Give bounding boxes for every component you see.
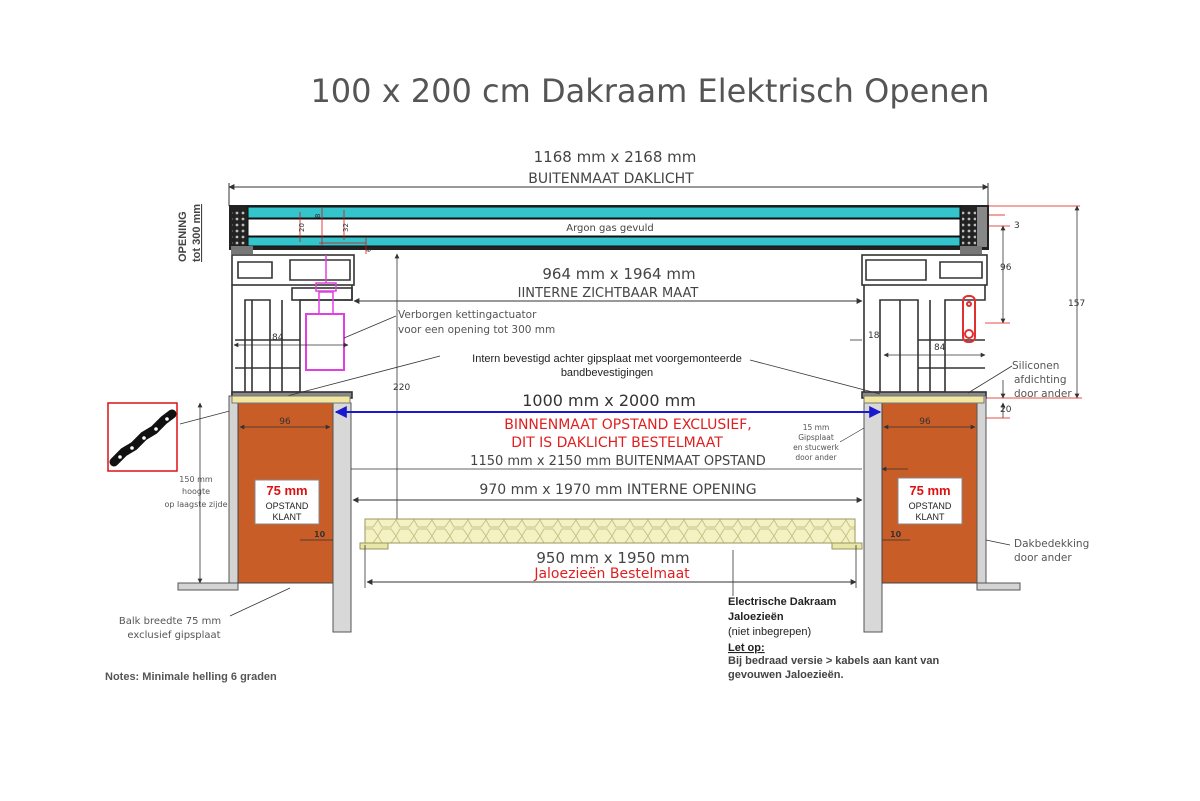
svg-text:157: 157 bbox=[1068, 299, 1085, 309]
profile-84-dims: 84 84 18 bbox=[233, 331, 986, 358]
svg-text:3: 3 bbox=[1014, 221, 1020, 231]
blind-size-label: Jaloezieën Bestelmaat bbox=[533, 566, 690, 582]
outer-size-text: 1168 mm x 2168 mm bbox=[534, 148, 697, 166]
argon-label: Argon gas gevuld bbox=[566, 223, 654, 234]
svg-text:Dakbedekking: Dakbedekking bbox=[1014, 538, 1089, 550]
svg-text:Jaloezieën: Jaloezieën bbox=[728, 611, 784, 623]
right-dimensions: 3 96 157 20 bbox=[985, 205, 1085, 419]
svg-text:150 mm: 150 mm bbox=[179, 475, 213, 484]
svg-text:84: 84 bbox=[272, 333, 284, 343]
fixing-label-1: Intern bevestigd achter gipsplaat met vo… bbox=[472, 353, 742, 365]
actuator-label-1: Verborgen kettingactuator bbox=[398, 309, 537, 321]
svg-text:6: 6 bbox=[366, 248, 373, 252]
svg-text:gevouwen Jaloezieën.: gevouwen Jaloezieën. bbox=[728, 669, 844, 681]
svg-text:8: 8 bbox=[314, 214, 322, 218]
chain-actuator bbox=[305, 255, 345, 371]
svg-text:Bij bedraad versie > kabels aa: Bij bedraad versie > kabels aan kant van bbox=[728, 655, 940, 667]
roofing-note: Dakbedekking door ander bbox=[985, 538, 1089, 564]
curb-right-96-label: 96 bbox=[919, 417, 931, 427]
blind-panel bbox=[359, 518, 863, 550]
svg-text:32: 32 bbox=[342, 223, 350, 232]
hinge-right bbox=[962, 295, 976, 343]
notes-text: Notes: Minimale helling 6 graden bbox=[105, 671, 277, 683]
curb-right-label-2: KLANT bbox=[915, 512, 945, 522]
strap-bracket-icon bbox=[107, 402, 178, 472]
order-label-1: BINNENMAAT OPSTAND EXCLUSIEF, bbox=[504, 417, 752, 433]
svg-text:tot 300 mm: tot 300 mm bbox=[191, 204, 203, 262]
order-label-2: DIT IS DAKLICHT BESTELMAAT bbox=[511, 435, 723, 451]
svg-text:exclusief gipsplaat: exclusief gipsplaat bbox=[127, 630, 220, 641]
actuator-leader bbox=[343, 315, 397, 339]
edge-seal-right bbox=[977, 207, 987, 247]
gips-note: 15 mm Gipsplaat en stucwerk door ander bbox=[793, 423, 865, 462]
svg-text:96: 96 bbox=[1000, 263, 1012, 273]
glass-unit bbox=[229, 205, 989, 254]
curb-right-10-label: 10 bbox=[890, 530, 902, 539]
glass-support-left bbox=[231, 246, 253, 254]
spacer-left bbox=[232, 209, 246, 245]
outer-size-label: BUITENMAAT DAKLICHT bbox=[528, 171, 694, 187]
svg-text:en stucwerk: en stucwerk bbox=[793, 443, 839, 452]
dim-220-label: 220 bbox=[393, 383, 410, 393]
fixing-label-2: bandbevestigingen bbox=[561, 367, 653, 379]
curb-right-mm: 75 mm bbox=[909, 483, 950, 498]
svg-text:20: 20 bbox=[298, 223, 306, 232]
svg-text:Let op:: Let op: bbox=[728, 642, 765, 654]
glass-dimensions: 20 8 32 6 bbox=[298, 208, 373, 254]
svg-text:20: 20 bbox=[1000, 405, 1012, 415]
blind-size-text: 950 mm x 1950 mm bbox=[536, 549, 689, 567]
fixing-leader-right bbox=[749, 359, 881, 395]
opening-label: OPENING tot 300 mm bbox=[177, 204, 203, 262]
curb-left-10-label: 10 bbox=[314, 530, 326, 539]
svg-text:Balk breedte 75 mm: Balk breedte 75 mm bbox=[119, 616, 221, 627]
curb-left bbox=[177, 395, 352, 633]
curb-right bbox=[863, 395, 1021, 633]
svg-text:door ander: door ander bbox=[1014, 552, 1072, 564]
upstand-outer-label: 1150 mm x 2150 mm BUITENMAAT OPSTAND bbox=[470, 454, 766, 469]
svg-text:84: 84 bbox=[934, 343, 946, 353]
curb-right-label-1: OPSTAND bbox=[909, 501, 952, 511]
visible-size-text: 964 mm x 1964 mm bbox=[542, 265, 695, 283]
svg-text:hoogte: hoogte bbox=[182, 487, 210, 496]
actuator-label-2: voor een opening tot 300 mm bbox=[398, 324, 555, 336]
page-title: 100 x 200 cm Dakraam Elektrisch Openen bbox=[310, 72, 989, 110]
curb-left-96-label: 96 bbox=[279, 417, 291, 427]
beam-note: Balk breedte 75 mm exclusief gipsplaat bbox=[119, 587, 291, 641]
frame-profile-right bbox=[861, 254, 988, 399]
svg-text:Electrische Dakraam: Electrische Dakraam bbox=[728, 596, 836, 608]
svg-text:door ander: door ander bbox=[1014, 388, 1072, 400]
glass-pane-top bbox=[247, 206, 961, 219]
svg-text:Gipsplaat: Gipsplaat bbox=[798, 433, 834, 442]
curb-left-label-1: OPSTAND bbox=[266, 501, 309, 511]
visible-size-label: IINTERNE ZICHTBAAR MAAT bbox=[518, 286, 699, 301]
height-note: 150 mm hoogte op laagste zijde bbox=[164, 402, 228, 584]
svg-text:afdichting: afdichting bbox=[1014, 374, 1067, 386]
svg-text:Siliconen: Siliconen bbox=[1012, 360, 1059, 372]
svg-text:op laagste zijde: op laagste zijde bbox=[164, 500, 227, 509]
internal-opening-label: 970 mm x 1970 mm INTERNE OPENING bbox=[479, 482, 756, 498]
argon-cavity bbox=[247, 218, 961, 237]
order-size-text: 1000 mm x 2000 mm bbox=[522, 391, 696, 410]
frame-profile-left bbox=[231, 254, 355, 399]
curb-left-mm: 75 mm bbox=[266, 483, 307, 498]
curb-left-label-2: KLANT bbox=[272, 512, 302, 522]
svg-text:door ander: door ander bbox=[795, 453, 837, 462]
silicone-note: Siliconen afdichting door ander bbox=[967, 360, 1072, 400]
glass-pane-bottom bbox=[247, 236, 961, 247]
spacer-right bbox=[962, 209, 976, 245]
svg-text:(niet inbegrepen): (niet inbegrepen) bbox=[728, 626, 811, 638]
svg-text:OPENING: OPENING bbox=[177, 211, 189, 262]
svg-text:18: 18 bbox=[868, 331, 880, 341]
svg-text:15 mm: 15 mm bbox=[803, 423, 830, 432]
blinds-note: Electrische Dakraam Jaloezieën (niet inb… bbox=[728, 550, 940, 681]
glass-support-right bbox=[960, 246, 982, 254]
